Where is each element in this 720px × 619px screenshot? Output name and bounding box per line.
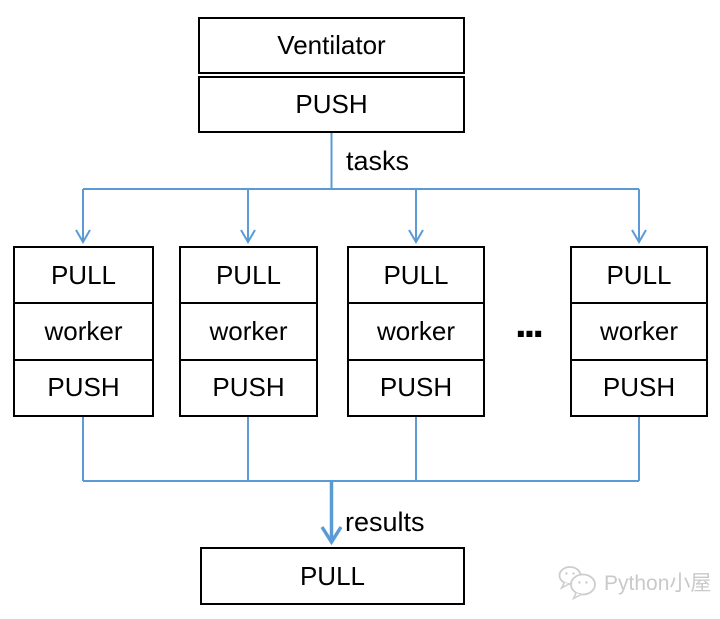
arrow-to-sink [320, 481, 343, 546]
worker-3-push-label: PUSH [349, 358, 483, 415]
ventilator-label: Ventilator [277, 30, 386, 60]
worker-4-name-label: worker [572, 302, 706, 358]
sink-pull-box: PULL [200, 547, 465, 605]
worker-2-push-label: PUSH [181, 358, 316, 415]
worker-3-name-label: worker [349, 302, 483, 358]
arrow-to-worker-4 [631, 189, 647, 244]
arrow-to-worker-1 [75, 189, 91, 244]
arrow-to-worker-3 [408, 189, 424, 244]
worker-1-pull-label: PULL [50, 259, 117, 290]
results-label: results [345, 507, 425, 537]
arrow-to-worker-2 [240, 189, 256, 244]
ventilator-box: Ventilator [198, 17, 465, 74]
worker-box-2: PULL worker PUSH [179, 246, 318, 417]
worker-2-name-label: worker [181, 302, 316, 358]
worker-1-name-label: worker [15, 302, 152, 358]
watermark: Python小屋 [556, 564, 711, 600]
tasks-label: tasks [346, 146, 410, 176]
worker-4-push-label: PUSH [572, 358, 706, 415]
worker-2-pull-label: PULL [215, 259, 282, 290]
worker-box-1: PULL worker PUSH [13, 246, 154, 417]
worker-4-pull-label: PULL [606, 259, 672, 290]
worker-box-3: PULL worker PUSH [347, 246, 485, 417]
worker-box-4: PULL worker PUSH [570, 246, 708, 417]
more-workers-ellipsis: ... [514, 299, 544, 346]
sink-pull-label: PULL [299, 560, 366, 591]
worker-3-pull-label: PULL [383, 259, 449, 290]
watermark-label: Python小屋 [604, 572, 712, 595]
ventilator-push-socket-label: PUSH [295, 89, 368, 119]
worker-1-push-label: PUSH [15, 358, 152, 415]
wechat-icon [558, 566, 596, 600]
ventilator-push-socket-box: PUSH [198, 76, 465, 133]
